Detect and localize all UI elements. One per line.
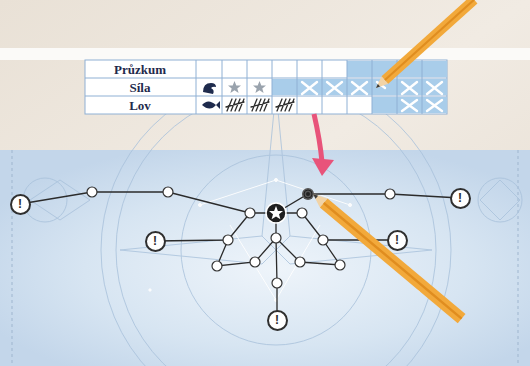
event-mark: ! — [18, 198, 22, 210]
pencil — [373, 0, 478, 92]
pencil — [309, 189, 465, 323]
path-dots — [87, 187, 395, 288]
table-row-label: Síla — [130, 81, 151, 94]
event-node: ! — [450, 188, 471, 209]
dashed-border — [12, 150, 13, 366]
compass-decoration — [23, 75, 522, 366]
event-node: ! — [387, 230, 408, 251]
event-node: ! — [267, 310, 288, 331]
event-mark: ! — [458, 192, 462, 204]
pink-arrow — [312, 114, 334, 176]
event-mark: ! — [395, 234, 399, 246]
table-row-label: Průzkum — [114, 63, 166, 76]
event-node: ! — [145, 231, 166, 252]
start-star — [266, 203, 286, 223]
paper-edge — [0, 48, 530, 60]
marked-dot — [302, 188, 314, 200]
event-node: ! — [10, 194, 31, 215]
dashed-border — [518, 150, 519, 366]
event-mark: ! — [153, 235, 157, 247]
event-mark: ! — [275, 314, 279, 326]
table-row-label: Lov — [129, 99, 151, 112]
